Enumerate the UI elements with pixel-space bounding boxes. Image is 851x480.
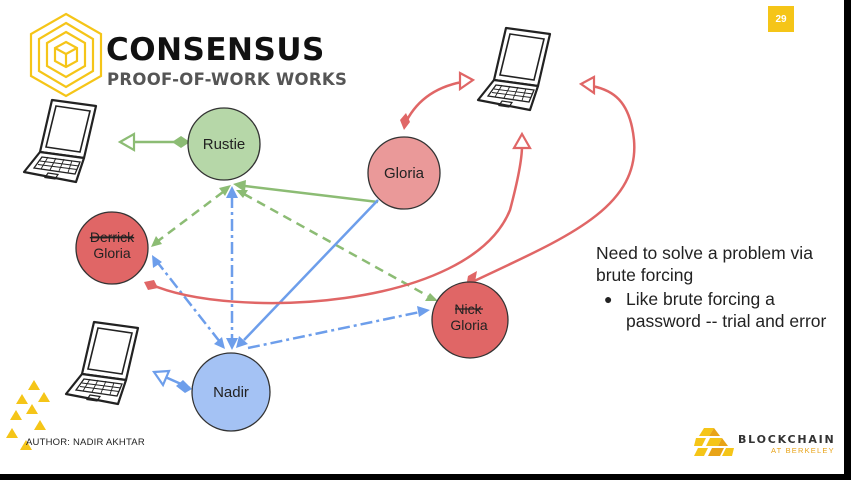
author-credit: AUTHOR: NADIR AKHTAR [26,437,145,448]
edge-rustie-derrick [151,185,231,247]
node-nadir: Nadir [191,352,271,432]
brand-subtitle: AT BERKELEY [771,446,835,455]
node-nick-gloria-label: Gloria [450,317,488,333]
node-derrick-gloria: Derrick Gloria [75,211,149,285]
network-diagram: Rustie Gloria Derrick Gloria Nick Gloria… [6,26,734,456]
slide-subtitle: PROOF-OF-WORK WORKS [107,70,348,89]
edge-nadir-laptop [151,369,192,393]
triangle-decoration [6,380,50,450]
bullet-dot-icon: ● [604,291,613,307]
node-nadir-label: Nadir [213,384,249,401]
page-number-badge: 29 [768,6,794,32]
node-rustie-label: Rustie [203,136,246,153]
bullet-text: Like brute forcing a password -- trial a… [626,289,827,331]
edge-nadir-nick [247,306,430,350]
edge-nick-laptop [466,75,636,287]
cube-cluster-logo [694,428,734,456]
edge-gloria-laptop [400,71,476,130]
laptop-icon [476,26,552,112]
slide: CONSENSUS PROOF-OF-WORK WORKS 29 [0,0,844,474]
laptop-icon [64,320,140,406]
node-nick-gloria: Nick Gloria [431,281,509,359]
bullet-item: ● Like brute forcing a password -- trial… [596,288,836,332]
edge-derrick-laptop [144,131,532,305]
hexagon-cube-logo [29,12,103,98]
node-gloria-top: Gloria [367,136,441,210]
edge-gloria-nadir [236,199,379,348]
edge-rustie-nadir [226,186,238,350]
text-block: Need to solve a problem via brute forcin… [596,242,836,332]
text-heading: Need to solve a problem via brute forcin… [596,243,813,285]
laptop-icon [22,98,98,184]
edge-gloria-rustie [233,180,379,204]
edge-rustie-laptop [117,132,190,152]
node-derrick-gloria-label: Gloria [93,245,131,261]
node-gloria-top-label: Gloria [384,165,425,182]
brand-name: BLOCKCHAIN [738,433,836,446]
slide-title: CONSENSUS [106,32,325,68]
edge-nadir-derrick [152,255,225,349]
node-rustie: Rustie [187,107,261,181]
